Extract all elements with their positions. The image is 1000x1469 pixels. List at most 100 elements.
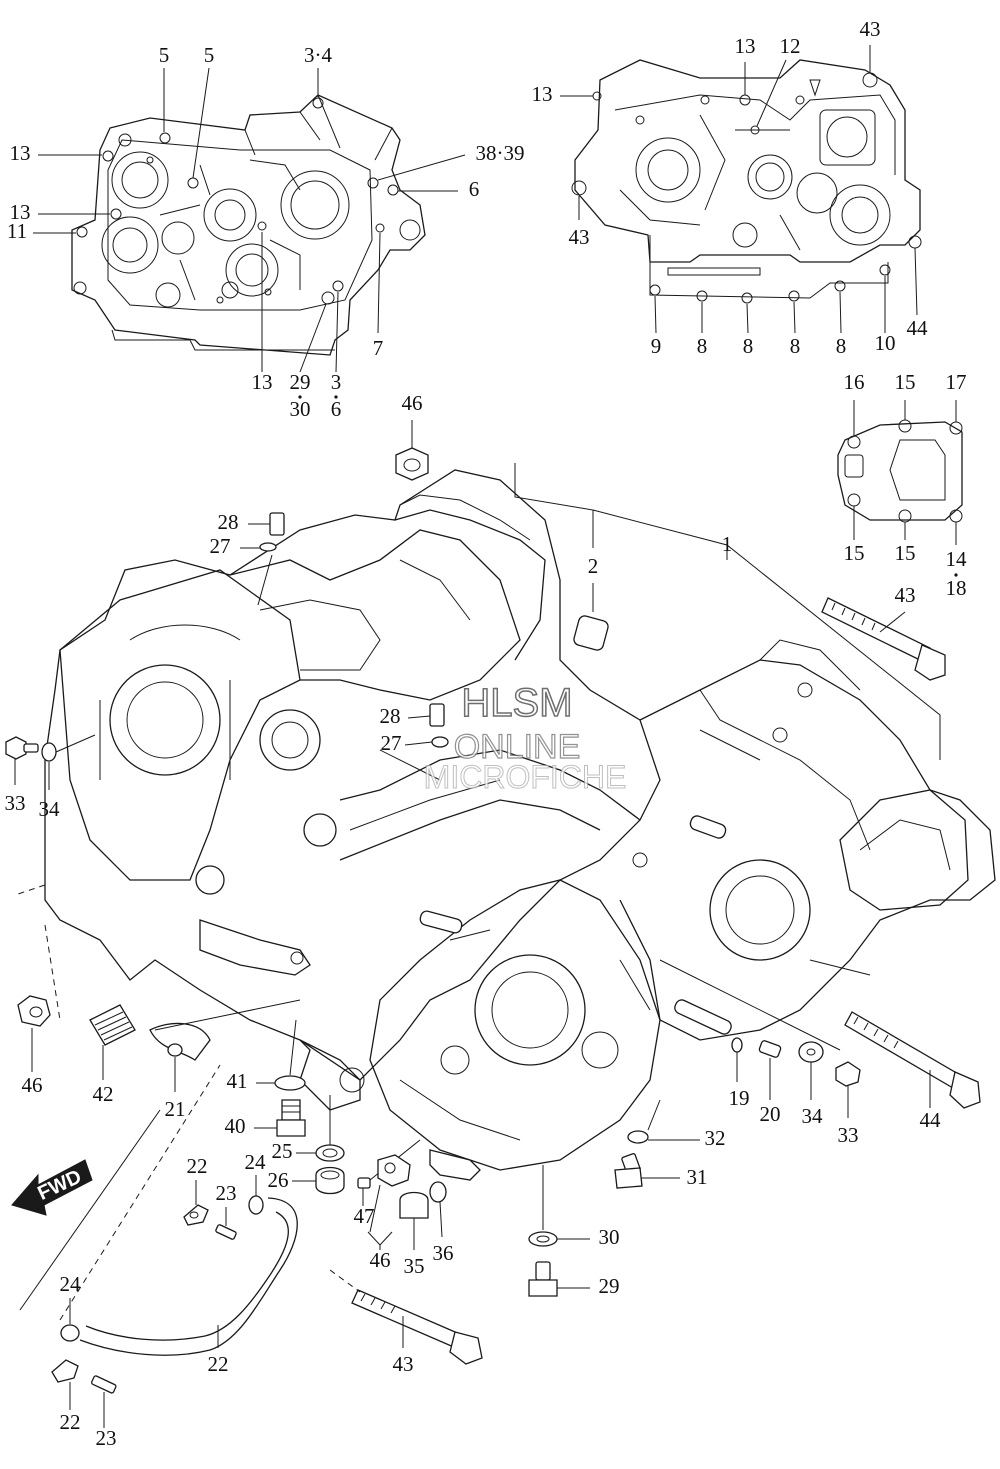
callout-8: 8 bbox=[790, 334, 801, 358]
part-29-28-upper bbox=[240, 512, 285, 606]
callout-2: 2 bbox=[588, 554, 599, 578]
part-42-plug bbox=[89, 1004, 211, 1080]
callout-3-4: 3·4 bbox=[304, 43, 332, 67]
callout-29: 28 bbox=[218, 510, 239, 534]
callout-8: 8 bbox=[697, 334, 708, 358]
part-36-37-plug bbox=[399, 1181, 447, 1250]
part-25-o-ring-lower bbox=[60, 1298, 80, 1342]
callout-5: 5 bbox=[159, 43, 170, 67]
callout-15: 15 bbox=[895, 541, 916, 565]
combined-callout-dot bbox=[298, 395, 302, 399]
callout-36: 35 bbox=[404, 1254, 425, 1278]
callout-3: 3 bbox=[331, 370, 342, 394]
callout-28: 27 bbox=[381, 731, 402, 755]
callout-17: 17 bbox=[946, 370, 967, 394]
part-30-31-bolt bbox=[528, 1165, 590, 1297]
part-25-o-ring-upper bbox=[248, 1175, 264, 1215]
part-43-long-bolt-lower bbox=[329, 1269, 483, 1365]
callout-6: 6 bbox=[331, 397, 342, 421]
callout-9: 9 bbox=[651, 334, 662, 358]
part-21-washer bbox=[154, 999, 301, 1092]
callout-15: 15 bbox=[895, 370, 916, 394]
callout-43: 43 bbox=[569, 225, 590, 249]
callout-labels: 5 5 3·4 13 13 11 38·39 6 7 13 29 30 3 6 … bbox=[5, 17, 968, 1450]
watermark-line3: MICROFICHE bbox=[424, 759, 627, 795]
part-2-dowel bbox=[573, 583, 609, 651]
part-29-28-middle bbox=[404, 703, 449, 748]
part-34-35-left bbox=[5, 734, 96, 790]
callout-19: 19 bbox=[729, 1086, 750, 1110]
small-cover-detail bbox=[837, 400, 963, 545]
callout-43: 43 bbox=[895, 583, 916, 607]
callout-28: 27 bbox=[210, 534, 231, 558]
part-40-plug bbox=[254, 1099, 306, 1137]
callout-20: 20 bbox=[760, 1102, 781, 1126]
part-41-washer bbox=[256, 1019, 306, 1091]
callout-18: 18 bbox=[946, 576, 967, 600]
part-22-oil-hose bbox=[19, 1064, 298, 1356]
watermark: HLSM ONLINE MICROFICHE bbox=[423, 680, 627, 795]
callout-22: 22 bbox=[208, 1352, 229, 1376]
callout-13: 13 bbox=[10, 141, 31, 165]
callout-43: 43 bbox=[860, 17, 881, 41]
left-case-leader-lines bbox=[33, 67, 466, 373]
callout-31: 30 bbox=[290, 397, 311, 421]
callout-44: 44 bbox=[907, 316, 929, 340]
callout-27: 26 bbox=[268, 1168, 289, 1192]
callout-45: 46 bbox=[402, 391, 423, 415]
main-crankcase-assembly bbox=[14, 469, 996, 1181]
callout-13: 13 bbox=[252, 370, 273, 394]
right-crankcase-view bbox=[560, 45, 922, 334]
callout-47: 47 bbox=[354, 1204, 375, 1228]
callout-10: 10 bbox=[875, 331, 896, 355]
callout-45: 46 bbox=[22, 1073, 43, 1097]
part-23-24-clamp-upper bbox=[183, 1180, 237, 1240]
callout-11: 11 bbox=[7, 219, 27, 243]
callout-30: 29 bbox=[290, 370, 311, 394]
combined-callout-dot bbox=[334, 395, 338, 399]
callout-15: 15 bbox=[844, 541, 865, 565]
callout-44: 44 bbox=[920, 1108, 942, 1132]
callout-12: 12 bbox=[780, 34, 801, 58]
callout-13: 13 bbox=[735, 34, 756, 58]
part-45-nut-top bbox=[395, 420, 429, 481]
callout-35: 34 bbox=[802, 1104, 824, 1128]
part-26-27-plug bbox=[292, 1095, 345, 1195]
part-43-long-bolt-upper bbox=[821, 597, 946, 681]
callout-38-39: 38·39 bbox=[476, 141, 525, 165]
callout-43: 43 bbox=[393, 1352, 414, 1376]
callout-37: 36 bbox=[433, 1241, 454, 1265]
callout-6: 6 bbox=[469, 177, 480, 201]
callout-35: 34 bbox=[39, 797, 61, 821]
callout-8: 8 bbox=[743, 334, 754, 358]
callout-29: 28 bbox=[380, 704, 401, 728]
part-44-long-bolt bbox=[844, 1011, 981, 1109]
callout-41: 41 bbox=[227, 1069, 248, 1093]
callout-14: 14 bbox=[946, 547, 968, 571]
fwd-direction-arrow: FWD bbox=[11, 1159, 93, 1216]
part-32-33-bolt bbox=[614, 1099, 700, 1189]
callout-25: 24 bbox=[245, 1150, 267, 1174]
callout-16: 16 bbox=[844, 370, 865, 394]
right-case-leader-lines bbox=[560, 45, 918, 334]
callout-13: 13 bbox=[10, 200, 31, 224]
part-34-35-right bbox=[798, 1041, 861, 1118]
part-19-20-right bbox=[731, 1037, 782, 1100]
part-45-nut-left bbox=[17, 995, 51, 1072]
callout-26: 25 bbox=[272, 1139, 293, 1163]
callout-32: 31 bbox=[687, 1165, 708, 1189]
callout-21: 21 bbox=[165, 1097, 186, 1121]
left-crankcase-view bbox=[33, 67, 466, 373]
callout-24: 23 bbox=[96, 1426, 117, 1450]
callout-42: 42 bbox=[93, 1082, 114, 1106]
callout-24: 23 bbox=[216, 1181, 237, 1205]
watermark-line2: ONLINE bbox=[454, 728, 581, 766]
left-case-bolt-holes bbox=[73, 97, 399, 305]
callout-23: 22 bbox=[187, 1154, 208, 1178]
part-46-47-sensor bbox=[357, 1154, 411, 1250]
callout-23: 22 bbox=[60, 1410, 81, 1434]
callout-46: 46 bbox=[370, 1248, 391, 1272]
callout-13: 13 bbox=[532, 82, 553, 106]
callout-30: 29 bbox=[599, 1274, 620, 1298]
